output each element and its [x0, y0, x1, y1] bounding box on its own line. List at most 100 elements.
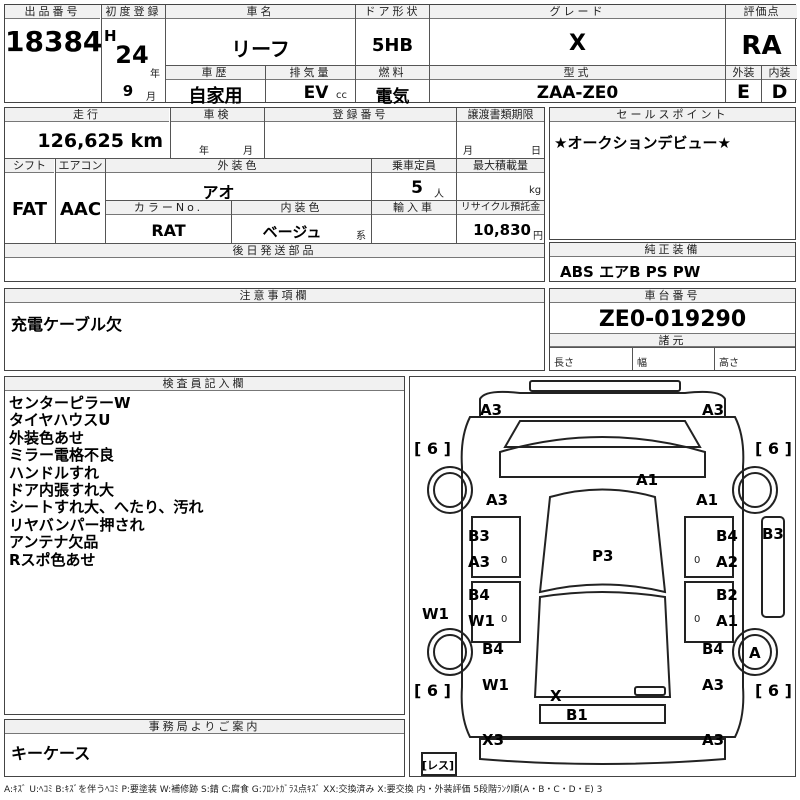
- lot-number: 18384: [5, 25, 103, 58]
- car-name-label: 車名: [166, 5, 355, 19]
- color-cell: 外装色 アオ: [105, 158, 371, 202]
- exterior-score: E: [737, 81, 750, 103]
- model: ZAA-ZE0: [536, 83, 619, 103]
- transfer-cell: 譲渡書類期限 月 日: [456, 108, 544, 158]
- sales-point: ★オークションデビュー★: [554, 134, 731, 152]
- damage-mark: A3: [702, 731, 725, 749]
- damage-mark: B2: [716, 586, 738, 604]
- transfer-month-unit: 月: [463, 146, 473, 157]
- damage-mark: A3: [702, 401, 725, 419]
- inspector-label: 検査員記入欄: [5, 377, 404, 391]
- ac-cell: エアコン AAC: [55, 158, 105, 243]
- shift: FAT: [11, 199, 48, 220]
- lot-label: 出品番号: [5, 5, 100, 19]
- displacement-cell: 排気量 EV cc: [265, 65, 355, 103]
- chassis-number: ZE0-019290: [598, 307, 747, 332]
- damage-mark: P3: [592, 547, 614, 565]
- mileage: 126,625 km: [37, 130, 163, 152]
- car-outline: [421, 380, 785, 776]
- door-zero-marker: 0: [501, 614, 508, 625]
- inspector-line: タイヤハウスU: [9, 411, 111, 430]
- colorno-cell: カラーNo. RAT: [105, 200, 231, 243]
- color: アオ: [202, 183, 235, 202]
- model-label: 型式: [430, 66, 725, 80]
- damage-mark: B3: [762, 525, 784, 543]
- tire-front-left: [ 6 ]: [414, 439, 451, 458]
- width-label: 幅: [637, 358, 647, 369]
- damage-mark: A1: [636, 471, 659, 489]
- history-label: 車歴: [166, 66, 265, 80]
- tire-rear-left: [ 6 ]: [414, 681, 451, 700]
- height-label: 高さ: [719, 358, 739, 369]
- inspector-line: ドア内張すれ大: [9, 481, 115, 500]
- recycle-cell: リサイクル預託金 10,830 円: [456, 200, 544, 243]
- tire-rear-right: [ 6 ]: [755, 681, 792, 700]
- first-reg-month: 9: [122, 82, 134, 100]
- first-reg-year: 24: [115, 41, 149, 69]
- displacement-label: 排気量: [266, 66, 355, 80]
- score-cell: 評価点 RA: [725, 5, 797, 65]
- model-cell: 型式 ZAA-ZE0: [429, 65, 725, 103]
- inspector-line: 外装色あせ: [9, 428, 85, 447]
- damage-mark: X: [550, 687, 562, 705]
- fuel: 電気: [375, 87, 410, 107]
- equipment: ABS エアB PS PW: [560, 263, 701, 281]
- damage-mark: A3: [480, 401, 503, 419]
- notes-section: 注意事項欄 充電ケーブル欠: [4, 288, 545, 371]
- displacement-unit: cc: [336, 90, 347, 101]
- length-label: 長さ: [554, 358, 574, 369]
- inspection-label: 車検: [171, 108, 264, 122]
- damage-mark: A3: [702, 676, 725, 694]
- car-name-cell: 車名 リーフ: [165, 5, 355, 65]
- lot-cell: 出品番号 18384: [5, 5, 103, 102]
- inspector-line: シートすれ大、へたり、汚れ: [9, 498, 204, 517]
- damage-mark: A1: [696, 491, 719, 509]
- damage-mark: A1: [716, 612, 739, 630]
- interior-score: D: [771, 81, 788, 103]
- width-cell: 幅: [632, 347, 714, 370]
- mileage-label: 走行: [5, 108, 169, 122]
- damage-mark: B4: [716, 527, 738, 545]
- score-label: 評価点: [726, 5, 797, 19]
- era: H: [104, 27, 117, 45]
- damage-mark: B3: [468, 527, 490, 545]
- ac-label: エアコン: [56, 159, 105, 173]
- interior-cell: 内装 D: [761, 65, 797, 103]
- notes: 充電ケーブル欠: [11, 315, 123, 334]
- office-section: 事務局よりご案内 キーケース: [4, 719, 405, 777]
- load-cell: 最大積載量 kg: [456, 158, 544, 200]
- damage-mark: B4: [468, 586, 490, 604]
- recycle-label: リサイクル預託金: [457, 201, 544, 215]
- import-cell: 輸入車: [371, 200, 456, 243]
- capacity: 5: [411, 178, 423, 198]
- damage-mark: A3: [486, 491, 509, 509]
- damage-mark: W1: [468, 612, 495, 630]
- office-label: 事務局よりご案内: [5, 720, 404, 734]
- fuel-label: 燃料: [356, 66, 429, 80]
- capacity-label: 乗車定員: [372, 159, 456, 173]
- transfer-label: 譲渡書類期限: [457, 108, 544, 122]
- color-label: 外装色: [106, 159, 371, 173]
- ac: AAC: [59, 199, 102, 220]
- damage-mark: B4: [702, 640, 724, 658]
- door-zero-marker: 0: [501, 555, 508, 566]
- intcolor-unit: 系: [356, 231, 366, 242]
- door-zero-marker: 0: [694, 555, 701, 566]
- door-zero-marker: 0: [694, 614, 701, 625]
- header-section: 出品番号 18384 初度登録 H 24 年 9 月 車名 リーフ ドア形状 5…: [4, 4, 797, 107]
- door-cell: ドア形状 5HB: [355, 5, 429, 65]
- import-label: 輸入車: [372, 201, 456, 215]
- inspector-line: Rスポ色あせ: [9, 550, 96, 569]
- inspection-month-unit: 月: [243, 146, 253, 157]
- equipment-section: 純正装備 ABS エアB PS PW: [549, 242, 796, 282]
- shift-label: シフト: [5, 159, 54, 173]
- inspector-line: センターピラーW: [9, 394, 131, 412]
- first-reg-cell: 初度登録 H 24 年 9 月: [101, 5, 165, 103]
- spec-label: 諸元: [550, 333, 795, 347]
- shift-cell: シフト FAT: [5, 158, 55, 243]
- inspector-section: 検査員記入欄 センターピラーW タイヤハウスU 外装色あせ ミラー電格不良 ハン…: [4, 376, 405, 715]
- recycle-unit: 円: [533, 231, 543, 242]
- door-type: 5HB: [371, 35, 414, 56]
- colorno: RAT: [151, 221, 186, 240]
- inspector-line: リヤバンパー押され: [9, 515, 145, 534]
